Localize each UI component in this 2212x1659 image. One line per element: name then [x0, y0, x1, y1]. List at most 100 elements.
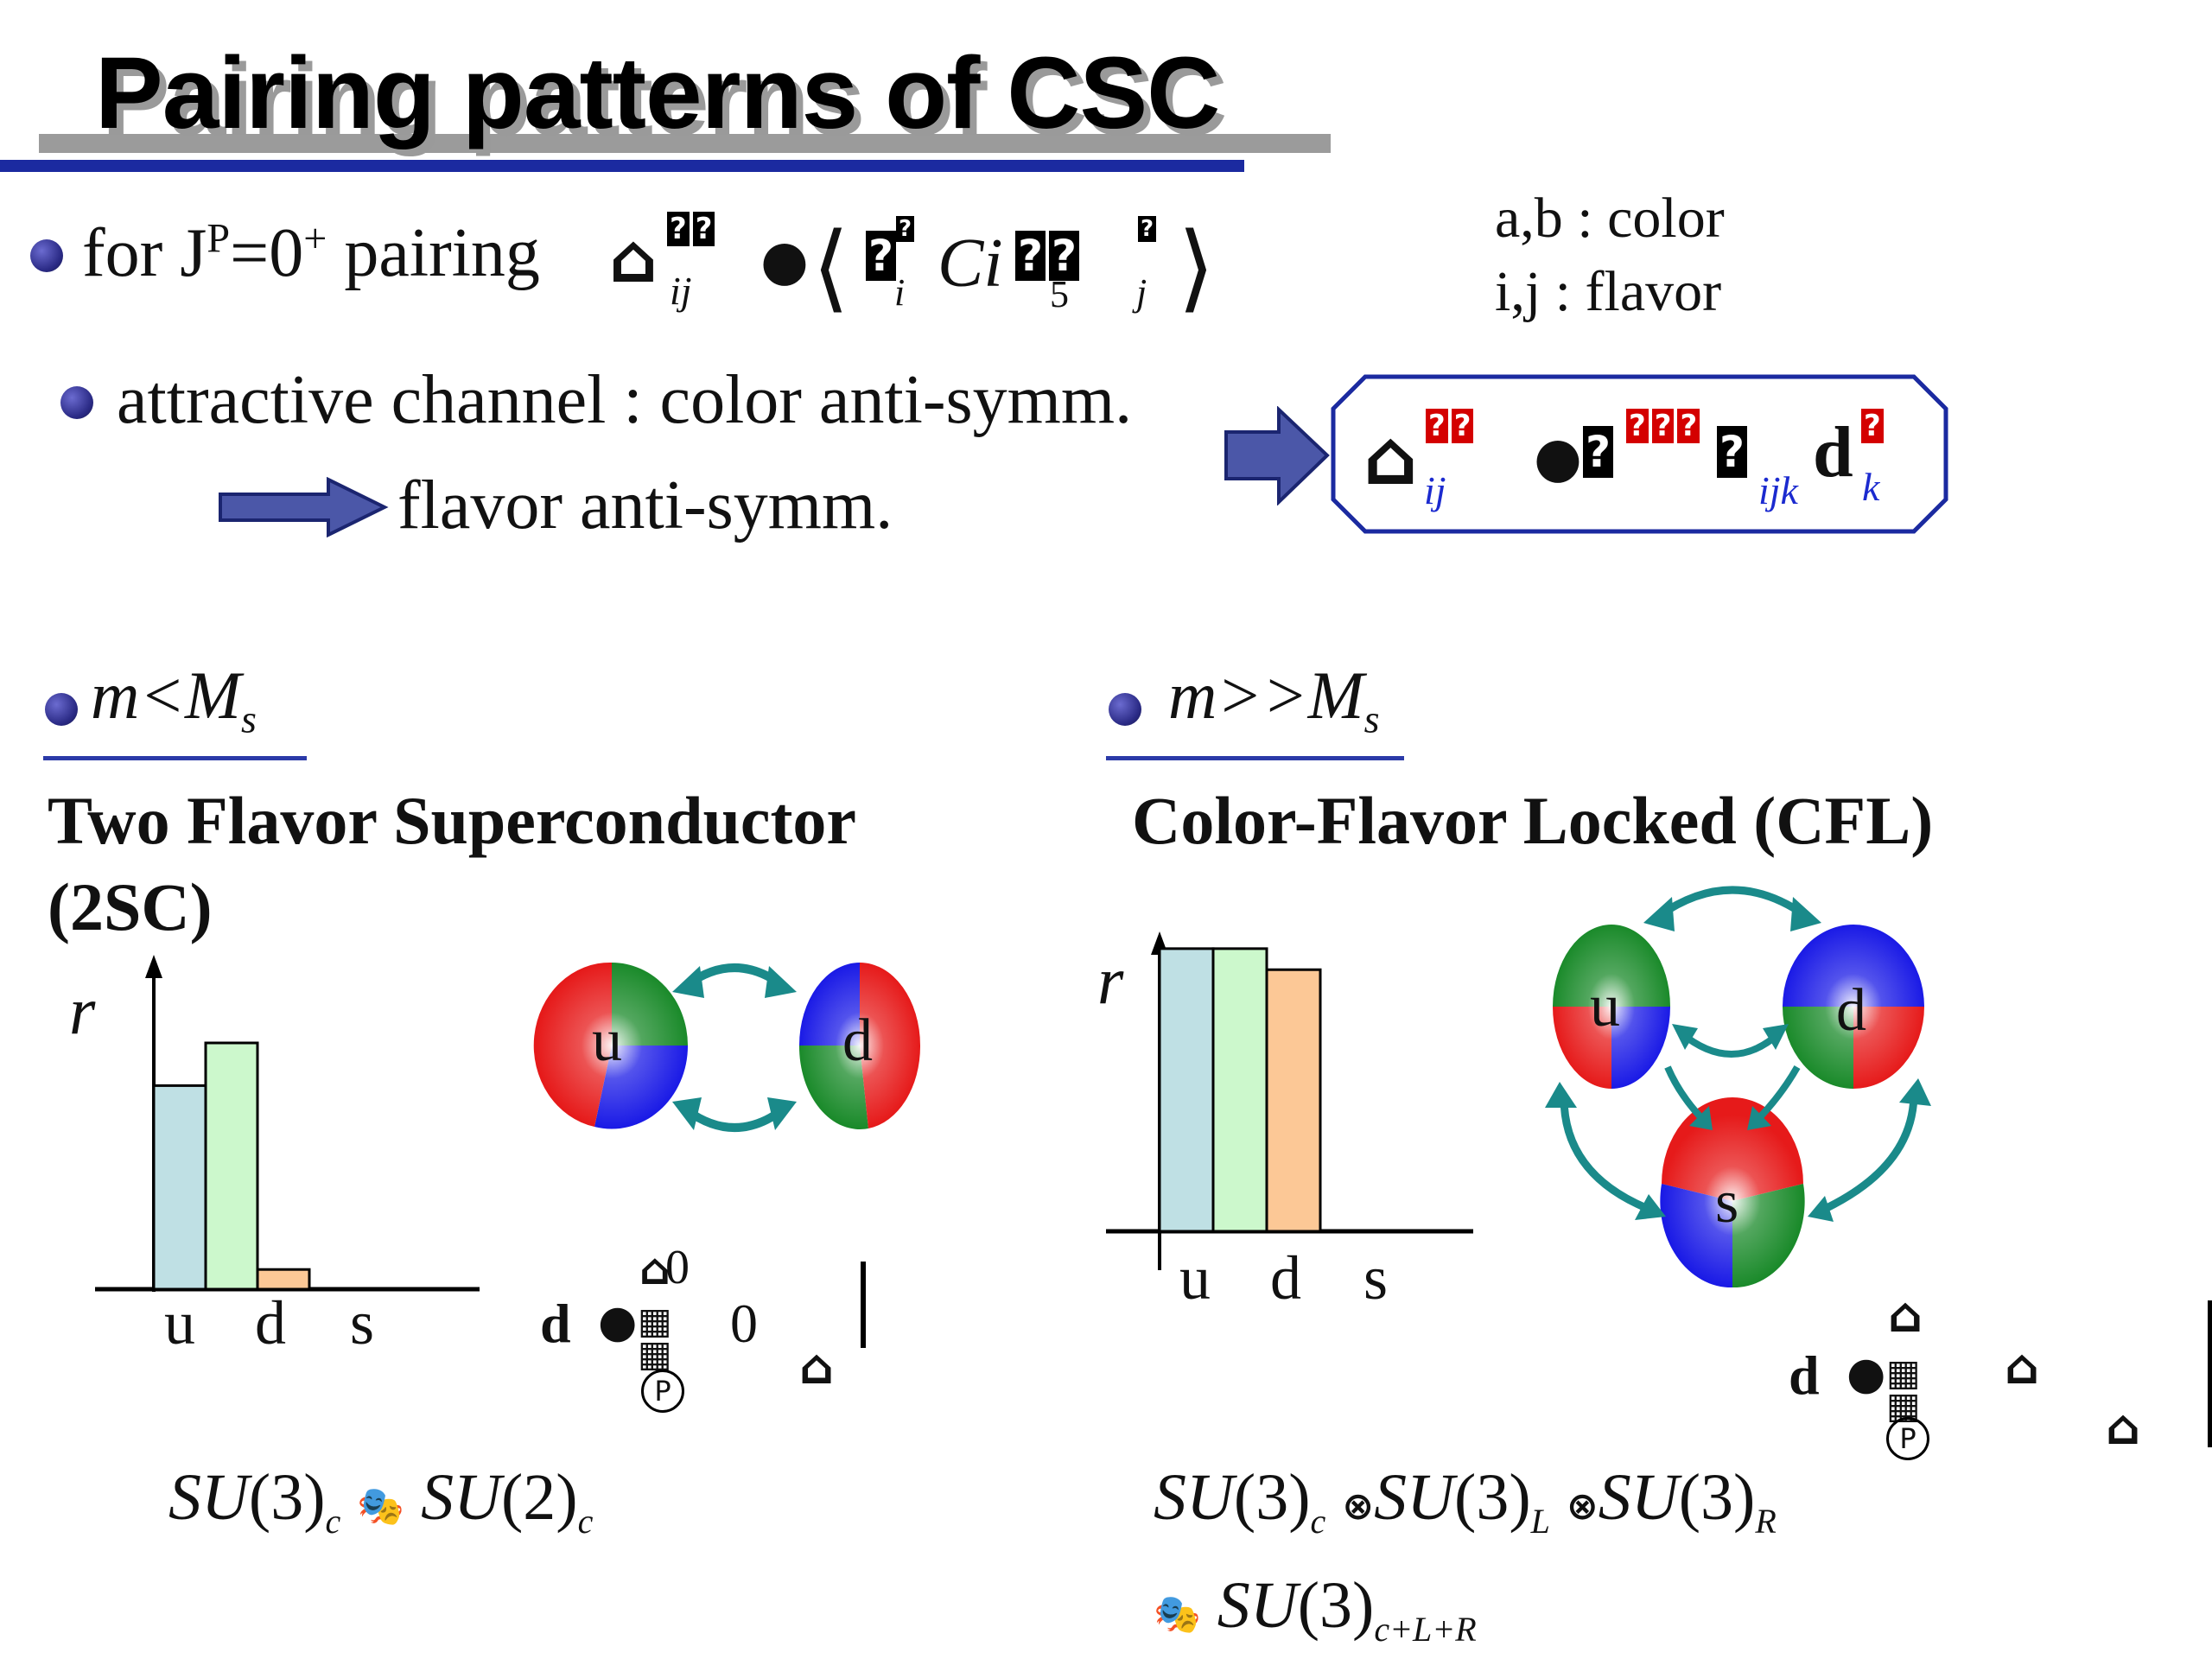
bar-u [152, 1084, 207, 1291]
right-tick-d: d [1270, 1243, 1301, 1313]
delta-symbol-icon: ⌂ [2106, 1400, 2141, 1456]
legend-flavor: i,j : flavor [1495, 260, 1722, 323]
quark-d-ball [798, 963, 921, 1129]
box-epsilon-box: ? [1581, 426, 1615, 478]
delta-symbol-icon: ⌂ [1363, 413, 1418, 502]
right-condition: m>>Ms [1168, 658, 1380, 741]
parity-circle-icon: P [1886, 1417, 1929, 1460]
left-tick-u: u [164, 1288, 195, 1357]
ball-u-label: u [592, 1007, 622, 1074]
right-bar-chart [1106, 931, 1473, 1270]
proportional-symbol: ● [1847, 1348, 1886, 1400]
box-superscript-red: ?? [1424, 409, 1475, 443]
box-epsilon-box-2: ? [1715, 426, 1749, 478]
right-condition-underline [1106, 756, 1404, 760]
cfl-ball-s-label: s [1715, 1169, 1739, 1236]
cfl-ball-d-label: d [1836, 977, 1866, 1044]
parity-circle-icon: P [641, 1370, 684, 1413]
bar-d [204, 1041, 259, 1291]
jp-pairing-text: for JP=0+ pairing [82, 215, 540, 291]
right-heading: Color-Flavor Locked (CFL) [1132, 783, 1934, 858]
delta-symbol-icon: ⌂ [1888, 1287, 1923, 1344]
formula-sub-i: i [894, 271, 906, 314]
left-symmetry-breaking: SU(3)c 🎭 SU(2)c [168, 1461, 594, 1541]
box-d: d [1813, 412, 1853, 493]
formula-superscript-boxes: ?? [665, 212, 716, 246]
times-glyph-icon: ⊗ [1342, 1484, 1375, 1529]
bar-d [1211, 947, 1268, 1233]
delta-symbol-icon: ⌂ [2005, 1339, 2040, 1395]
quark-d-ball [1783, 925, 1924, 1089]
arrow-glyph-icon: 🎭 [357, 1484, 405, 1529]
title-blue-bar [0, 160, 1244, 172]
quark-u-ball [533, 962, 689, 1129]
matrix-glyph-icon: ▦▦ [638, 1300, 672, 1375]
box-sub-ij: ij [1424, 468, 1446, 512]
formula-ci: Ci [938, 226, 1003, 302]
matrix-bracket [855, 1262, 866, 1348]
bullet-icon [1109, 693, 1141, 726]
title-gray-bar [39, 134, 1331, 153]
left-heading-line2: (2SC) [48, 869, 213, 944]
box-superscript-red-k: ? [1859, 409, 1885, 443]
left-rho-label: r [69, 973, 96, 1048]
left-bar-chart [95, 955, 480, 1292]
left-condition: m<Ms [91, 658, 257, 741]
formula-sub-5: 5 [1050, 273, 1069, 315]
delta-symbol-icon: ⌂ [799, 1339, 835, 1395]
flavor-antisymm-text: flavor anti-symm. [397, 467, 893, 543]
gap-d: d [540, 1293, 571, 1354]
ball-d-label: d [842, 1007, 873, 1074]
matrix-bracket [2182, 1300, 2212, 1447]
right-rho-label: r [1097, 943, 1124, 1018]
formula-sub-j: j [1136, 271, 1147, 314]
left-condition-underline [43, 756, 307, 760]
gap-d: d [1789, 1344, 1820, 1406]
bullet-icon [30, 239, 63, 272]
left-tick-s: s [350, 1288, 375, 1357]
attractive-channel-text: attractive channel : color anti-symm. [117, 362, 1133, 438]
times-glyph-icon: ⊗ [1566, 1484, 1599, 1529]
matrix-glyph-icon: ▦▦ [1886, 1351, 1921, 1427]
left-bracket: ⟨ [812, 215, 849, 321]
formula-box-1: ? [864, 231, 898, 281]
2sc-gap-formula: d ● ⌂ 0 ▦▦ P 0 ⌂ [536, 1240, 881, 1413]
formula-box-3: ?? [1014, 231, 1081, 281]
cfl-symmetry-line2: 🎭 SU(3)c+L+R [1154, 1569, 1477, 1649]
cfl-ball-u-label: u [1590, 973, 1620, 1039]
gap-zero: 0 [730, 1293, 758, 1354]
bullet-icon [60, 386, 93, 419]
legend-color: a,b : color [1495, 187, 1725, 250]
proportional-symbol: ● [1534, 426, 1582, 490]
right-bracket: ⟩ [1178, 215, 1215, 321]
cfl-symmetry-line1: SU(3)c ⊗SU(3)L ⊗SU(3)R [1154, 1461, 1777, 1541]
bar-s [256, 1268, 311, 1291]
cfl-gap-formula: d ● ⌂ ▦▦ P ⌂ ⌂ [1784, 1287, 2212, 1460]
right-tick-u: u [1179, 1243, 1211, 1313]
quark-u-ball [1553, 925, 1670, 1089]
box-superscript-red-3: ??? [1624, 409, 1701, 443]
bullet-icon [45, 693, 78, 726]
flavor-formula-box: ⌂ ?? ij ● ? ??? ? ijk d ? k [1331, 374, 1948, 534]
proportional-symbol: ● [598, 1296, 638, 1348]
formula-box-2: ? [894, 216, 916, 242]
big-arrow-icon [1224, 406, 1330, 505]
arrow-glyph-icon: 🎭 [1154, 1592, 1201, 1637]
bar-u [1158, 947, 1215, 1233]
page-title: Pairing patterns of CSC [95, 36, 1220, 150]
implies-arrow-icon [219, 477, 389, 537]
right-tick-s: s [1363, 1243, 1389, 1313]
delta-symbol-icon: ⌂ [609, 220, 658, 298]
box-sub-ijk: ijk [1758, 468, 1798, 512]
cfl-pairing-diagram [1545, 886, 1931, 1288]
2sc-pairing-diagram [533, 962, 921, 1132]
left-heading-line1: Two Flavor Superconductor [48, 783, 857, 858]
delta-symbol-icon: ⌂ [639, 1244, 671, 1294]
proportional-symbol: ● [760, 229, 809, 293]
formula-box-4: ? [1136, 216, 1158, 242]
pairing-formula: ⌂ ?? ij ● ⟨ ? ? i Ci ?? 5 ? j ⟩ [609, 212, 1215, 333]
bar-s [1265, 968, 1322, 1233]
left-tick-d: d [255, 1288, 286, 1357]
gap-zero-top: 0 [665, 1241, 690, 1294]
box-sub-k: k [1862, 465, 1880, 509]
